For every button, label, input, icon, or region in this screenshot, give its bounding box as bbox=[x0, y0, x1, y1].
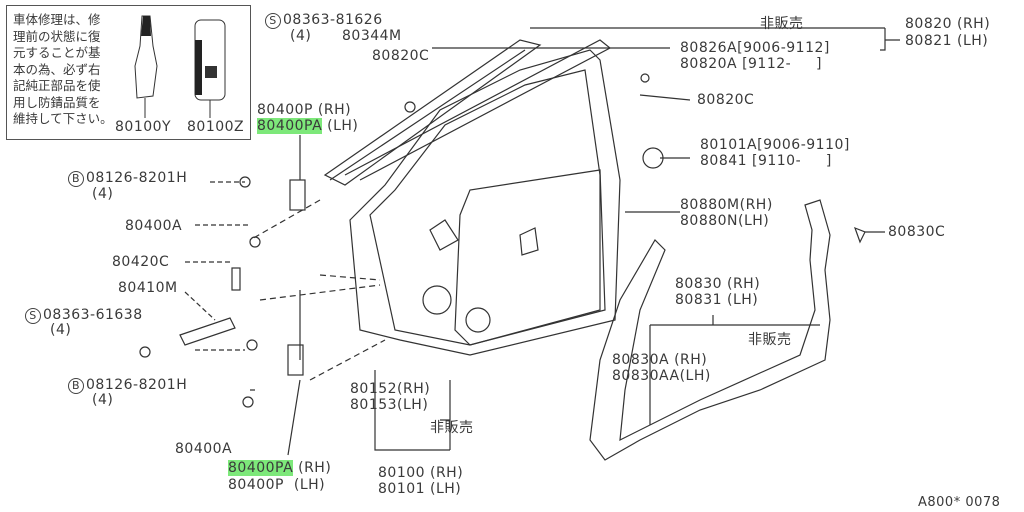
part-80400PA-bottom: 80400PA (RH) bbox=[228, 460, 331, 476]
part-80420C: 80420C bbox=[112, 254, 170, 270]
part-80830A: 80830A (RH) bbox=[612, 352, 708, 368]
part-80880N: 80880N(LH) bbox=[680, 213, 770, 229]
not-for-sale-bottom: 非販売 bbox=[430, 420, 474, 436]
part-80153: 80153(LH) bbox=[350, 397, 429, 413]
part-80100: 80100 (RH) bbox=[378, 465, 464, 481]
part-80400P-bottom: 80400P (LH) bbox=[228, 477, 326, 493]
part-80841: 80841 [9110- ] bbox=[700, 153, 832, 169]
fasteners bbox=[139, 73, 866, 408]
qty: (4) bbox=[50, 322, 72, 338]
part-80830AA: 80830AA(LH) bbox=[612, 368, 711, 384]
part-80400P-top: 80400P (RH) bbox=[257, 102, 351, 118]
part-80830: 80830 (RH) bbox=[675, 276, 761, 292]
part-80821: 80821 (LH) bbox=[905, 33, 989, 49]
label-text: 08126-8201H bbox=[86, 170, 188, 186]
sealant-products-icon bbox=[134, 15, 226, 118]
qty: (4) bbox=[92, 186, 114, 202]
part-80880M: 80880M(RH) bbox=[680, 197, 773, 213]
part-80831: 80831 (LH) bbox=[675, 292, 759, 308]
label-text: 08363-81626 bbox=[283, 12, 383, 28]
screw-symbol: S bbox=[265, 13, 281, 29]
label-text: 08363-61638 bbox=[43, 307, 143, 323]
part-80100Z: 80100Z bbox=[187, 119, 245, 135]
highlighted-part[interactable]: 80400PA bbox=[228, 460, 294, 476]
label-text: 80400P bbox=[257, 102, 313, 118]
side: (RH) bbox=[293, 460, 332, 476]
part-80820C: 80820C bbox=[372, 48, 430, 64]
leader-lines bbox=[184, 27, 900, 456]
part-80400A-b: 80400A bbox=[175, 441, 233, 457]
bolt-symbol: B bbox=[68, 171, 84, 187]
part-80820A: 80820A [9112- ] bbox=[680, 56, 822, 72]
side: (RH) bbox=[312, 102, 352, 118]
highlighted-part[interactable]: 80400PA bbox=[257, 118, 323, 134]
door-panel bbox=[323, 39, 621, 356]
repair-note-box: 車体修理は、修 理前の状態に復 元することが基 本の為、必ず右 記純正部品を使 … bbox=[6, 5, 251, 140]
qty: (4) bbox=[290, 28, 312, 44]
part-80830C: 80830C bbox=[888, 224, 946, 240]
label-text: 08126-8201H bbox=[86, 377, 188, 393]
bolt-symbol: B bbox=[68, 378, 84, 394]
part-80344M: 80344M bbox=[342, 28, 402, 44]
side: (LH) bbox=[322, 118, 359, 134]
weatherstrip bbox=[589, 199, 831, 461]
qty: (4) bbox=[92, 392, 114, 408]
part-80101A: 80101A[9006-9110] bbox=[700, 137, 850, 153]
not-for-sale: 非販売 bbox=[760, 16, 804, 32]
part-80101: 80101 (LH) bbox=[378, 481, 462, 497]
part-80400A: 80400A bbox=[125, 218, 183, 234]
part-80100Y: 80100Y bbox=[115, 119, 172, 135]
part-80152: 80152(RH) bbox=[350, 381, 431, 397]
part-80400PA-top: 80400PA (LH) bbox=[257, 118, 358, 134]
screw-symbol: S bbox=[25, 308, 41, 324]
part-80410M: 80410M bbox=[118, 280, 178, 296]
part-80820: 80820 (RH) bbox=[905, 16, 991, 32]
diagram-code: A800* 0078 bbox=[918, 495, 1001, 510]
part-80826A: 80826A[9006-9112] bbox=[680, 40, 830, 56]
not-for-sale-right: 非販売 bbox=[748, 332, 792, 348]
part-80820C-b: 80820C bbox=[697, 92, 755, 108]
repair-note-text: 車体修理は、修 理前の状態に復 元することが基 本の為、必ず右 記純正部品を使 … bbox=[13, 12, 113, 126]
